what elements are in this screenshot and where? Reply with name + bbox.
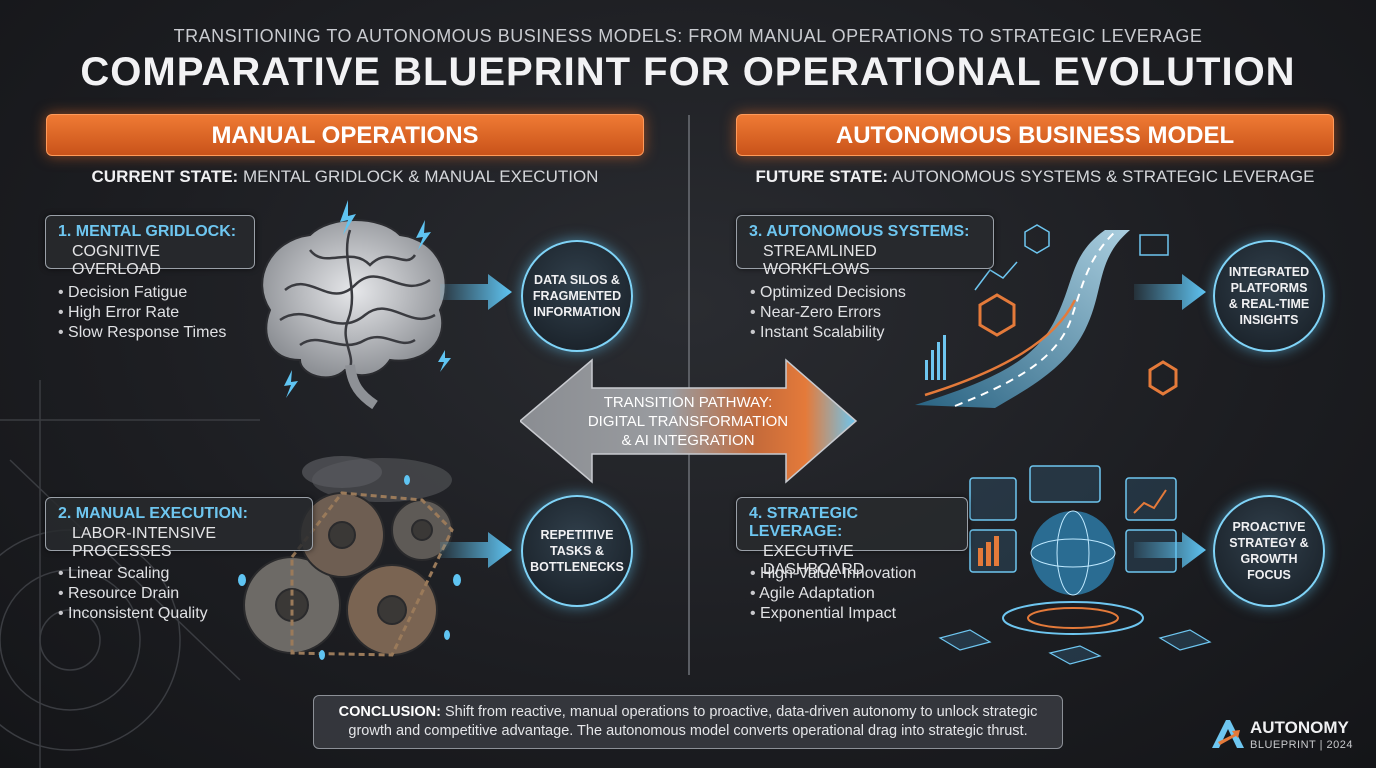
arrow-right-icon [1134,532,1206,568]
bullet-item: Inconsistent Quality [58,604,208,624]
conclusion-label: CONCLUSION: [338,704,441,720]
section3-head: 3. AUTONOMOUS SYSTEMS: [749,223,970,240]
conclusion-box: CONCLUSION: Shift from reactive, manual … [313,695,1063,749]
section4-head: 4. STRATEGIC LEVERAGE: [749,505,859,540]
section1-head: 1. MENTAL GRIDLOCK: [58,223,237,240]
page-subtitle: TRANSITIONING TO AUTONOMOUS BUSINESS MOD… [173,26,1203,46]
transition-line1: TRANSITION PATHWAY: [603,394,773,411]
arrow-right-icon [440,274,512,310]
current-state-label: CURRENT STATE: [91,167,239,186]
autonomous-model-banner: AUTONOMOUS BUSINESS MODEL [736,114,1334,156]
mental-gridlock-label: 1. MENTAL GRIDLOCK: COGNITIVE OVERLOAD [45,215,255,278]
bullet-item: Near-Zero Errors [750,303,906,323]
future-state-label: FUTURE STATE: [755,167,889,186]
bullet-item: Optimized Decisions [750,283,906,303]
transition-pathway-text: TRANSITION PATHWAY: DIGITAL TRANSFORMATI… [572,393,804,450]
arrow-right-icon [440,532,512,568]
glowing-highway-icon [915,224,1178,408]
section2-sub: LABOR-INTENSIVE PROCESSES [72,525,217,560]
section1-bullets: Decision Fatigue High Error Rate Slow Re… [58,283,226,343]
current-state-caption: CURRENT STATE: MENTAL GRIDLOCK & MANUAL … [46,167,644,187]
data-silos-circle: DATA SILOS & FRAGMENTED INFORMATION [521,240,633,352]
manual-execution-label: 2. MANUAL EXECUTION: LABOR-INTENSIVE PRO… [45,497,313,560]
bullet-item: Instant Scalability [750,323,906,343]
integrated-platforms-circle: INTEGRATED PLATFORMS & REAL-TIME INSIGHT… [1213,240,1325,352]
bullet-item: Slow Response Times [58,323,226,343]
page-title: COMPARATIVE BLUEPRINT FOR OPERATIONAL EV… [80,50,1296,94]
current-state-text: MENTAL GRIDLOCK & MANUAL EXECUTION [242,167,599,186]
transition-double-arrow-icon [520,358,858,484]
bullet-item: Linear Scaling [58,564,208,584]
transition-line3: & AI INTEGRATION [621,432,755,449]
logo-name: AUTONOMY [1250,718,1349,737]
section4-bullets: High-Value Innovation Agile Adaptation E… [750,564,916,624]
section3-bullets: Optimized Decisions Near-Zero Errors Ins… [750,283,906,343]
arrow-right-icon [1134,274,1206,310]
future-state-caption: FUTURE STATE: AUTONOMOUS SYSTEMS & STRAT… [736,167,1334,187]
bullet-item: Decision Fatigue [58,283,226,303]
transition-line2: DIGITAL TRANSFORMATION [587,413,789,430]
section1-sub: COGNITIVE OVERLOAD [72,243,161,278]
manual-operations-banner: MANUAL OPERATIONS [46,114,644,156]
autonomy-logo-icon [1212,720,1244,748]
bullet-item: Agile Adaptation [750,584,916,604]
bullet-item: High-Value Innovation [750,564,916,584]
repetitive-tasks-circle: REPETITIVE TASKS & BOTTLENECKS [521,495,633,607]
autonomous-systems-label: 3. AUTONOMOUS SYSTEMS: STREAMLINED WORKF… [736,215,994,278]
strategic-leverage-label: 4. STRATEGIC LEVERAGE: EXECUTIVE DASHBOA… [736,497,968,578]
brain-icon [261,200,451,410]
logo-subtitle: BLUEPRINT | 2024 [1250,739,1353,751]
bullet-item: Resource Drain [58,584,208,604]
proactive-strategy-circle: PROACTIVE STRATEGY & GROWTH FOCUS [1213,495,1325,607]
bullet-item: Exponential Impact [750,604,916,624]
future-state-text: AUTONOMOUS SYSTEMS & STRATEGIC LEVERAGE [891,167,1315,186]
rusty-gears-icon [238,456,461,660]
conclusion-text: Shift from reactive, manual operations t… [348,704,1038,739]
section2-bullets: Linear Scaling Resource Drain Inconsiste… [58,564,208,624]
bullet-item: High Error Rate [58,303,226,323]
section2-head: 2. MANUAL EXECUTION: [58,505,248,522]
section3-sub: STREAMLINED WORKFLOWS [763,243,877,278]
executive-dashboard-globe-icon [938,465,1212,665]
